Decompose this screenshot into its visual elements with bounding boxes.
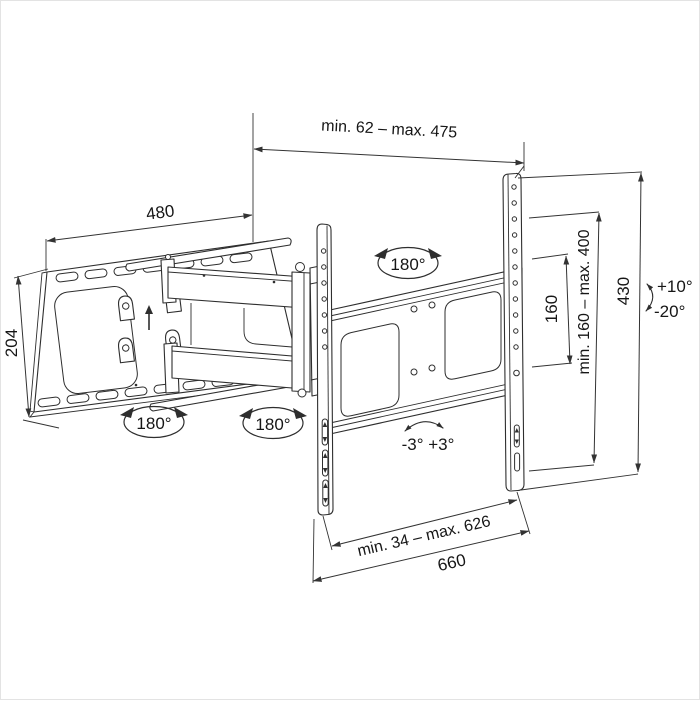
level-indicator: -3° +3° [402, 421, 455, 454]
panel-width-label: 660 [436, 550, 468, 575]
swivel-indicator-arm: 180° [239, 406, 307, 440]
crossbar-opening-left [340, 323, 400, 417]
rail-left [316, 223, 334, 516]
dimension-panel-height: 430 [517, 171, 644, 491]
dimension-depth-range: min. 62 – max. 475 [252, 113, 525, 242]
swivel-panel-label: 180° [390, 255, 425, 274]
hinge-block [291, 271, 311, 393]
extension-range-label: min. 34 – max. 626 [356, 513, 493, 560]
wall-plate-opening [54, 285, 138, 395]
panel-height-label: 430 [614, 277, 633, 305]
swivel-wall-label: 180° [136, 414, 171, 433]
tilt-indicator: +10° -20° [645, 277, 693, 321]
dimension-extension-range: min. 34 – max. 626 [322, 491, 531, 560]
level-range-label: -3° +3° [402, 435, 455, 454]
plate-width-label: 480 [145, 201, 176, 223]
dimension-plate-width: 480 [45, 201, 253, 271]
tilt-down-label: -20° [654, 302, 685, 321]
swivel-arm-label: 180° [255, 415, 290, 434]
hinge-bolt-bottom [297, 388, 307, 398]
depth-range-label: min. 62 – max. 475 [321, 117, 458, 141]
tv-bracket [316, 172, 525, 516]
plate-height-label: 204 [2, 329, 21, 357]
dimension-vesa-range: min. 160 – max. 400 [528, 211, 602, 472]
vesa-height-label: 160 [542, 295, 561, 323]
rail-right [502, 172, 525, 492]
swivel-indicator-panel: 180° [374, 246, 442, 280]
swivel-indicator-wall: 180° [120, 405, 188, 439]
crossbar [329, 267, 523, 435]
hinge-bolt-top [295, 262, 305, 272]
vesa-range-label: min. 160 – max. 400 [576, 229, 593, 374]
dimension-vesa-height: 160 [531, 253, 573, 368]
dimension-plate-height: 204 [2, 268, 60, 429]
tilt-up-label: +10° [657, 277, 693, 296]
crossbar-opening-right [444, 291, 502, 380]
up-arrow-icon [145, 305, 153, 330]
